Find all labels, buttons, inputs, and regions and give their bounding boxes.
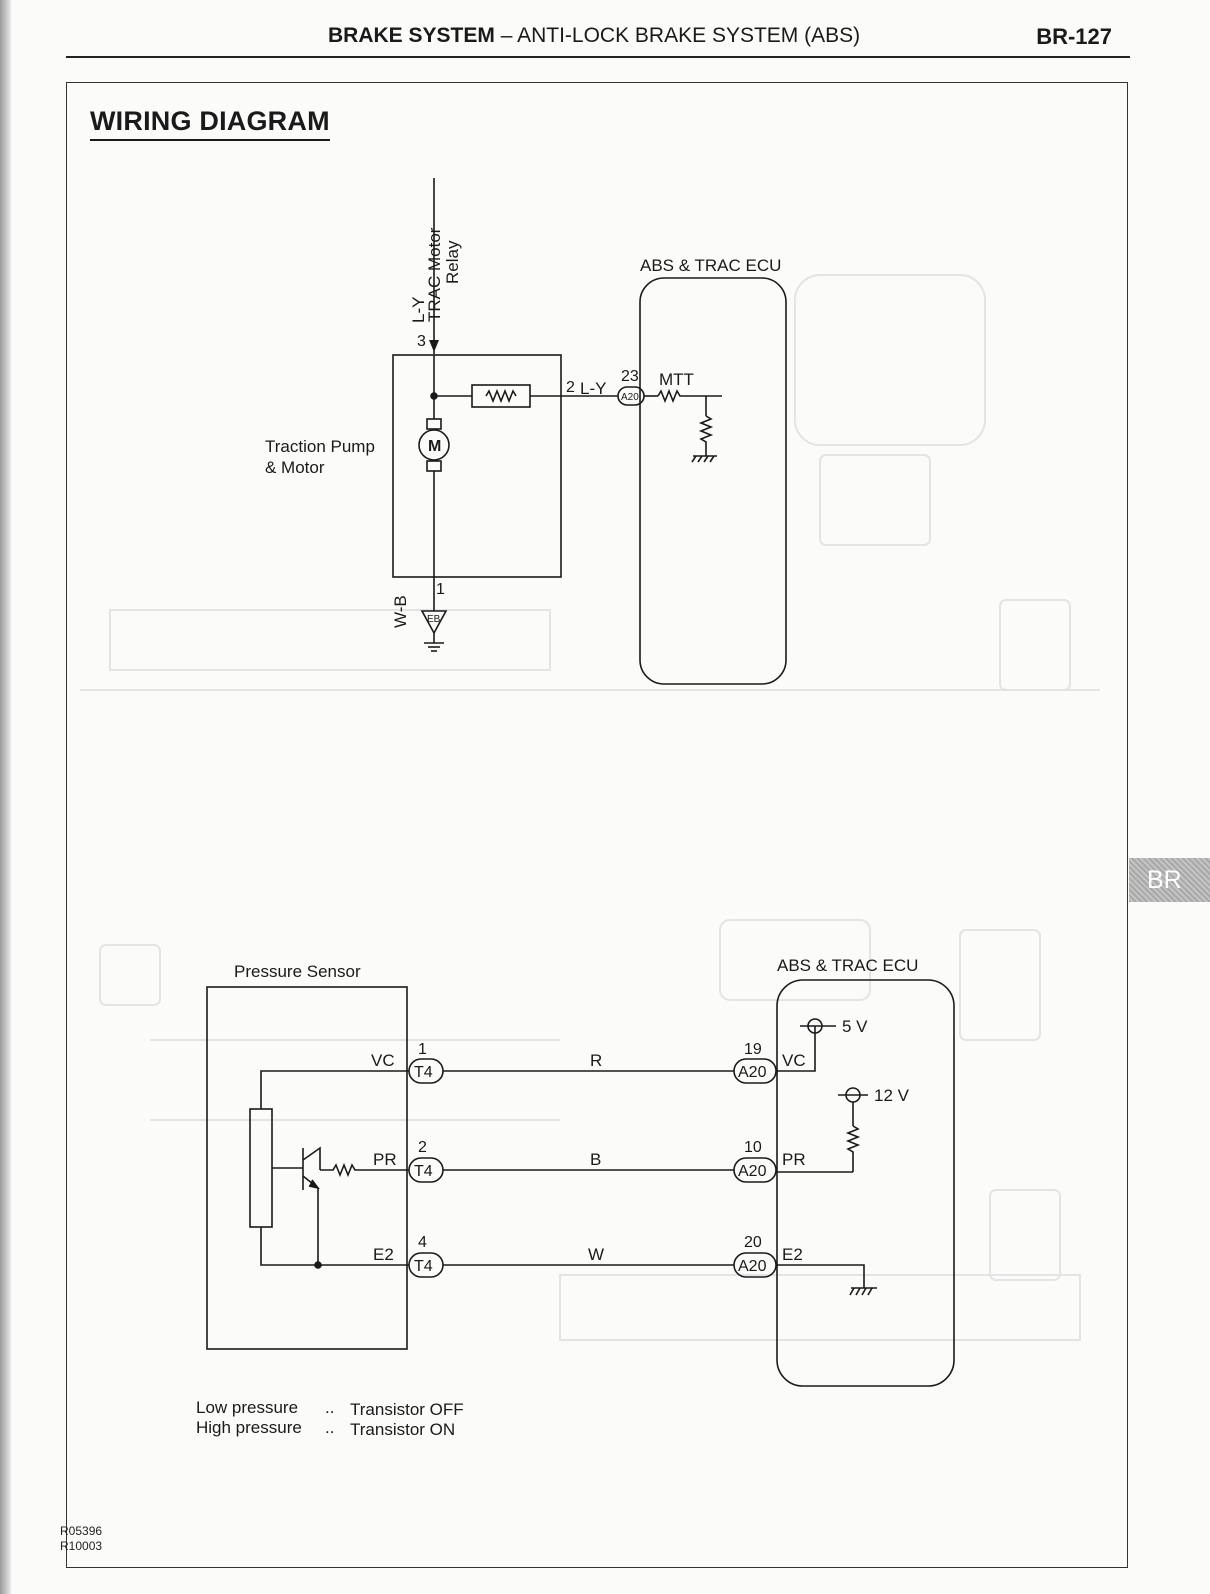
legend-condition-low: Low pressure <box>196 1398 298 1417</box>
ecu-connector-badge-pr <box>733 1157 777 1183</box>
transistor-icon <box>302 1146 321 1265</box>
sensing-element <box>249 1108 273 1228</box>
ecu-connector-e2: A20 <box>738 1258 767 1275</box>
wire-out-label: L-Y <box>580 379 606 398</box>
ecu2-box <box>776 979 955 1387</box>
e2-ecu-internal <box>776 1264 865 1288</box>
ecu-pin-vc: 19 <box>744 1041 762 1058</box>
ecu1-pulldown-resistor-icon <box>698 415 714 456</box>
ecu1-label: ABS & TRAC ECU <box>640 256 781 275</box>
sensor-terminal-pr: PR <box>373 1150 397 1169</box>
ecu-pin-pr: 10 <box>744 1139 762 1156</box>
relay-arrow-icon <box>429 340 439 352</box>
ecu1-resistor-icon <box>657 388 722 404</box>
legend-state-low: Transistor OFF <box>350 1400 464 1419</box>
ecu1-ground-icon <box>691 455 717 463</box>
relay-label: TRAC Motor Relay <box>425 223 462 322</box>
motor-symbol: M <box>428 438 441 455</box>
ecu-terminal-vc: VC <box>782 1051 806 1070</box>
row-e2: E2 4 T4 W 20 A20 E2 <box>373 1234 803 1278</box>
sensor-vc-internal <box>260 1070 409 1109</box>
wire-in-label: L-Y <box>409 297 428 323</box>
pressure-sensor-circuit: Pressure Sensor ABS & TRAC ECU 5 V 12 V <box>206 956 955 1387</box>
header-rule <box>66 56 1130 58</box>
supply-12v: 12 V <box>874 1086 910 1105</box>
component-label-line2: & Motor <box>265 458 325 477</box>
section-title: WIRING DIAGRAM <box>90 106 330 141</box>
ecu2-ground-icon <box>849 1287 877 1296</box>
ground-wire-label: W-B <box>391 595 410 628</box>
motor-brush-top <box>426 418 442 430</box>
component-label: Traction Pump & Motor <box>265 437 380 477</box>
ecu-pin-e2: 20 <box>744 1234 762 1251</box>
ecu-connector-vc: A20 <box>738 1064 767 1081</box>
sensor-label: Pressure Sensor <box>234 962 361 981</box>
sensor-pin-e2: 4 <box>418 1234 427 1251</box>
ref-code: R05396 <box>60 1524 103 1538</box>
wire-color-e2: W <box>588 1245 604 1264</box>
legend-condition-high: High pressure <box>196 1418 302 1437</box>
ecu1-signal: MTT <box>659 370 694 389</box>
resistor-icon <box>485 388 517 404</box>
ecu-connector-badge-vc <box>733 1058 777 1084</box>
header-system: BRAKE SYSTEM <box>328 24 495 47</box>
pullup-resistor-icon <box>845 1125 861 1172</box>
sensor-box <box>206 986 408 1350</box>
component-label-line1: Traction Pump <box>265 437 375 456</box>
ground-pin: 1 <box>436 581 445 598</box>
ground-point: EB <box>427 614 441 625</box>
ecu2-label: ABS & TRAC ECU <box>777 956 918 975</box>
ground-icon <box>424 642 444 652</box>
sensor-pin-pr: 2 <box>418 1139 427 1156</box>
e2-junction-dot <box>314 1261 322 1269</box>
sensor-connector-e2: T4 <box>414 1258 433 1275</box>
sensor-connector-vc: T4 <box>414 1064 433 1081</box>
header-dash: – <box>494 24 518 47</box>
wire-color-pr: B <box>590 1150 601 1169</box>
motor-brush-bottom <box>426 460 442 472</box>
motor-icon <box>418 429 450 461</box>
ecu-connector-badge-e2 <box>733 1252 777 1278</box>
ecu1-box <box>639 277 787 685</box>
page-header: BRAKE SYSTEM – ANTI-LOCK BRAKE SYSTEM (A… <box>328 24 860 48</box>
ecu1-connector: A20 <box>621 392 639 403</box>
relay-label-line2: Relay <box>443 240 462 284</box>
legend: Low pressure .. Transistor OFF High pres… <box>196 1398 464 1439</box>
trac-motor-circuit: TRAC Motor Relay L-Y 3 2 L-Y M Traction … <box>265 178 787 685</box>
pin-in: 3 <box>417 333 426 350</box>
sensor-terminal-e2: E2 <box>373 1245 394 1264</box>
row-pr: PR 2 T4 B 10 A20 PR <box>373 1139 806 1183</box>
reference-codes: R05396 R10003 <box>60 1524 102 1554</box>
sensor-terminal-vc: VC <box>371 1051 395 1070</box>
sensor-pin-vc: 1 <box>418 1041 427 1058</box>
row-vc: VC 1 T4 R 19 A20 VC <box>371 1041 806 1084</box>
resistor-box <box>471 384 531 408</box>
ecu-terminal-pr: PR <box>782 1150 806 1169</box>
ecu-connector-pr: A20 <box>738 1163 767 1180</box>
legend-sep-low: .. <box>325 1398 334 1417</box>
supply-5v: 5 V <box>842 1017 868 1036</box>
legend-state-high: Transistor ON <box>350 1420 455 1439</box>
ref-code: R10003 <box>60 1539 103 1553</box>
section-tab: BR <box>1129 858 1210 902</box>
pin-out: 2 <box>566 379 575 396</box>
diagram-frame <box>66 82 1128 1568</box>
pump-motor-box <box>392 354 562 578</box>
ecu-terminal-e2: E2 <box>782 1245 803 1264</box>
sensor-connector-pr: T4 <box>414 1163 433 1180</box>
legend-sep-high: .. <box>325 1418 334 1437</box>
header-subsystem: ANTI-LOCK BRAKE SYSTEM (ABS) <box>517 24 861 47</box>
sensor-e2-internal <box>260 1227 409 1266</box>
page-number: BR-127 <box>1036 24 1112 49</box>
ecu1-pin: 23 <box>621 368 639 385</box>
vc-supply-wire <box>776 1026 816 1072</box>
wire-color-vc: R <box>590 1051 602 1070</box>
ground-point-triangle <box>420 610 448 635</box>
pr-resistor-icon <box>320 1162 409 1178</box>
binding-shadow <box>0 0 12 1594</box>
